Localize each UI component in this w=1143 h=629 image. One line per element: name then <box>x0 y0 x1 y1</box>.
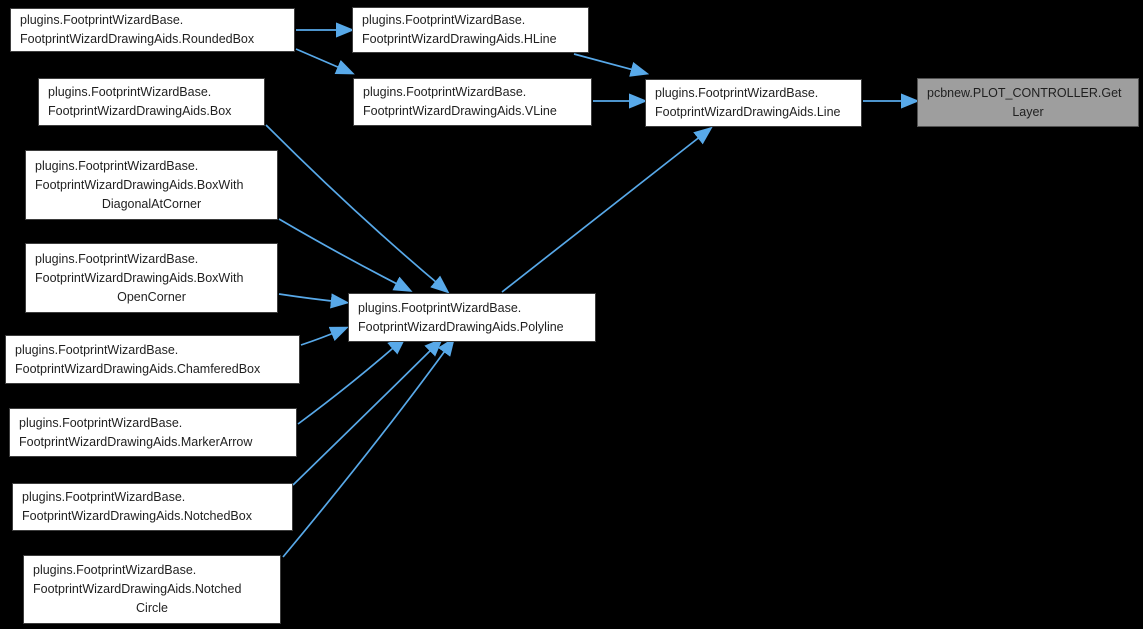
graph-node-line[interactable]: plugins.FootprintWizardBase. FootprintWiz… <box>645 79 862 127</box>
node-label-line: FootprintWizardDrawingAids.NotchedBox <box>22 509 252 523</box>
edge-rounded_box-to-vline <box>295 48 355 75</box>
edge-notched_circle-to-polyline <box>282 337 455 558</box>
node-label-line: FootprintWizardDrawingAids.Notched <box>33 582 242 596</box>
node-label-line: plugins.FootprintWizardBase. <box>358 300 522 315</box>
edge-notched_box-to-polyline <box>292 338 444 486</box>
node-label-line: Layer <box>1012 104 1044 119</box>
node-label-line: FootprintWizardDrawingAids.Box <box>48 104 232 118</box>
node-label-line: FootprintWizardDrawingAids.HLine <box>362 32 557 46</box>
edge-hline-to-line <box>573 53 650 77</box>
node-label-line: pcbnew.PLOT_CONTROLLER.Get <box>927 85 1122 100</box>
node-label-line: FootprintWizardDrawingAids.Polyline <box>358 319 564 334</box>
node-label-line: Circle <box>136 601 168 615</box>
graph-node-notched_circle[interactable]: plugins.FootprintWizardBase. FootprintWiz… <box>23 555 281 624</box>
graph-node-boxwith_diagonal[interactable]: plugins.FootprintWizardBase. FootprintWiz… <box>25 150 278 220</box>
node-label-line: plugins.FootprintWizardBase. <box>19 415 183 430</box>
node-label-line: FootprintWizardDrawingAids.VLine <box>363 104 557 118</box>
graph-node-notched_box[interactable]: plugins.FootprintWizardBase. FootprintWiz… <box>12 483 293 531</box>
node-label-line: FootprintWizardDrawingAids.BoxWith <box>35 270 244 285</box>
node-label-line: plugins.FootprintWizardBase. <box>22 490 186 504</box>
edge-marker_arrow-to-polyline <box>297 336 407 425</box>
node-label-line: FootprintWizardDrawingAids.ChamferedBox <box>15 361 261 376</box>
node-label-line: FootprintWizardDrawingAids.MarkerArrow <box>19 434 253 449</box>
node-label-line: plugins.FootprintWizardBase. <box>15 342 179 357</box>
graph-node-rounded_box[interactable]: plugins.FootprintWizardBase. FootprintWiz… <box>10 8 295 52</box>
edge-chamfered_box-to-polyline <box>300 326 349 346</box>
node-label-line: plugins.FootprintWizardBase. <box>362 13 526 27</box>
graph-node-vline[interactable]: plugins.FootprintWizardBase. FootprintWiz… <box>353 78 592 126</box>
node-label-line: FootprintWizardDrawingAids.Line <box>655 105 841 119</box>
node-label-line: plugins.FootprintWizardBase. <box>33 563 197 577</box>
node-label-line: plugins.FootprintWizardBase. <box>35 158 199 173</box>
graph-node-chamfered_box[interactable]: plugins.FootprintWizardBase. FootprintWiz… <box>5 335 300 384</box>
node-label-line: plugins.FootprintWizardBase. <box>48 85 212 99</box>
node-label-line: plugins.FootprintWizardBase. <box>35 251 199 266</box>
node-label-line: FootprintWizardDrawingAids.RoundedBox <box>20 32 255 46</box>
node-label-line: OpenCorner <box>117 289 186 304</box>
graph-node-hline[interactable]: plugins.FootprintWizardBase. FootprintWiz… <box>352 7 589 53</box>
edge-boxwith_open-to-polyline <box>278 293 350 309</box>
graph-node-box[interactable]: plugins.FootprintWizardBase. FootprintWiz… <box>38 78 265 126</box>
node-label-line: DiagonalAtCorner <box>101 196 202 211</box>
node-label-line: plugins.FootprintWizardBase. <box>20 13 184 27</box>
graph-node-polyline[interactable]: plugins.FootprintWizardBase. FootprintWiz… <box>348 293 596 342</box>
edge-polyline-to-line <box>501 126 713 293</box>
node-label-line: plugins.FootprintWizardBase. <box>655 86 819 100</box>
node-label-line: FootprintWizardDrawingAids.BoxWith <box>35 177 244 192</box>
edge-boxwith_diagonal-to-polyline <box>278 218 413 292</box>
graph-node-marker_arrow[interactable]: plugins.FootprintWizardBase. FootprintWiz… <box>9 408 297 457</box>
node-label-line: plugins.FootprintWizardBase. <box>363 85 527 99</box>
graph-node-boxwith_open[interactable]: plugins.FootprintWizardBase. FootprintWiz… <box>25 243 278 313</box>
edge-box-to-polyline <box>265 124 450 294</box>
